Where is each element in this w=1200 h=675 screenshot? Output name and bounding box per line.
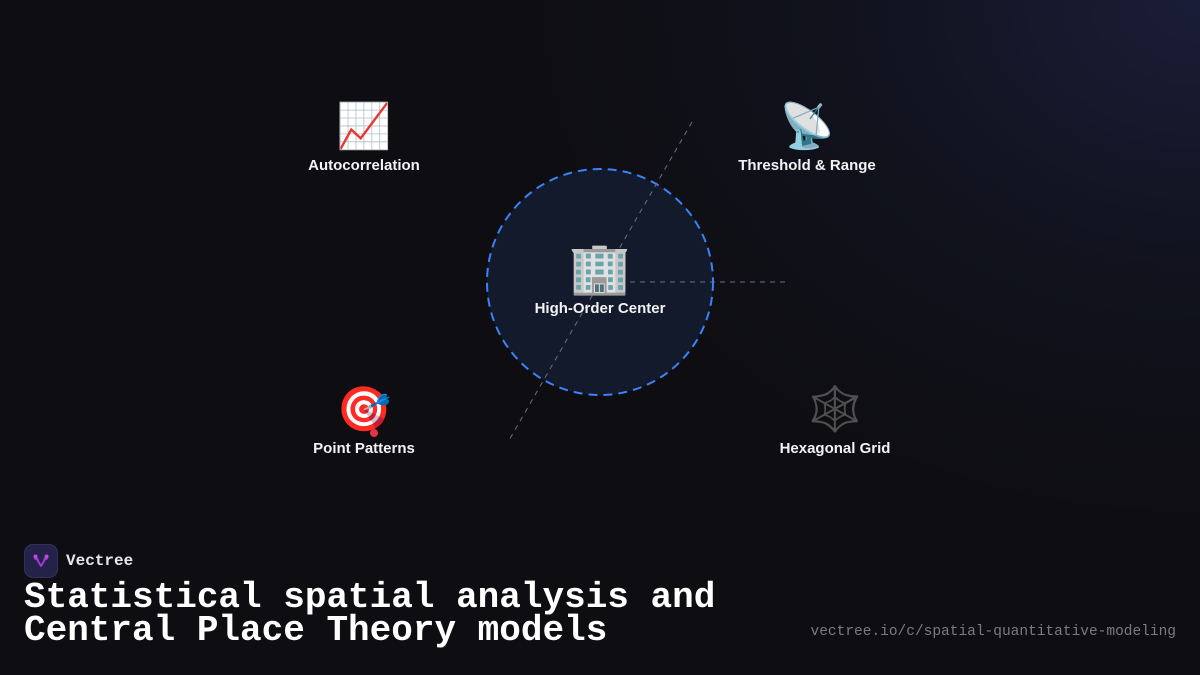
node-label: Point Patterns [313,440,415,457]
course-url: vectree.io/c/spatial-quantitative-modeli… [810,624,1176,640]
title-line-1: Statistical spatial analysis and [24,577,716,618]
office-building-icon: 🏢 [568,239,632,297]
vectree-logo-icon [24,544,58,578]
node-high-order-center: 🏢 High-Order Center [490,240,710,317]
notification-dot [370,429,378,437]
node-hexagonal-grid: 🕸️ Hexagonal Grid [725,384,945,457]
node-point-patterns: 🎯 Point Patterns [254,384,474,457]
brand: Vectree [24,544,133,578]
node-autocorrelation: 📈 Autocorrelation [254,101,474,174]
node-label: Threshold & Range [738,157,876,174]
page-title: Statistical spatial analysis and Central… [24,577,716,651]
node-label: High-Order Center [534,300,666,317]
node-label: Hexagonal Grid [779,440,891,457]
direct-hit-icon: 🎯 [336,384,392,435]
chart-increasing-icon: 📈 [336,101,392,152]
satellite-antenna-icon: 📡 [779,101,835,152]
node-threshold-range: 📡 Threshold & Range [697,101,917,174]
spider-web-icon: 🕸️ [807,384,863,435]
title-line-2: Central Place Theory models [24,610,608,651]
node-label: Autocorrelation [308,157,420,174]
brand-name: Vectree [66,552,134,570]
